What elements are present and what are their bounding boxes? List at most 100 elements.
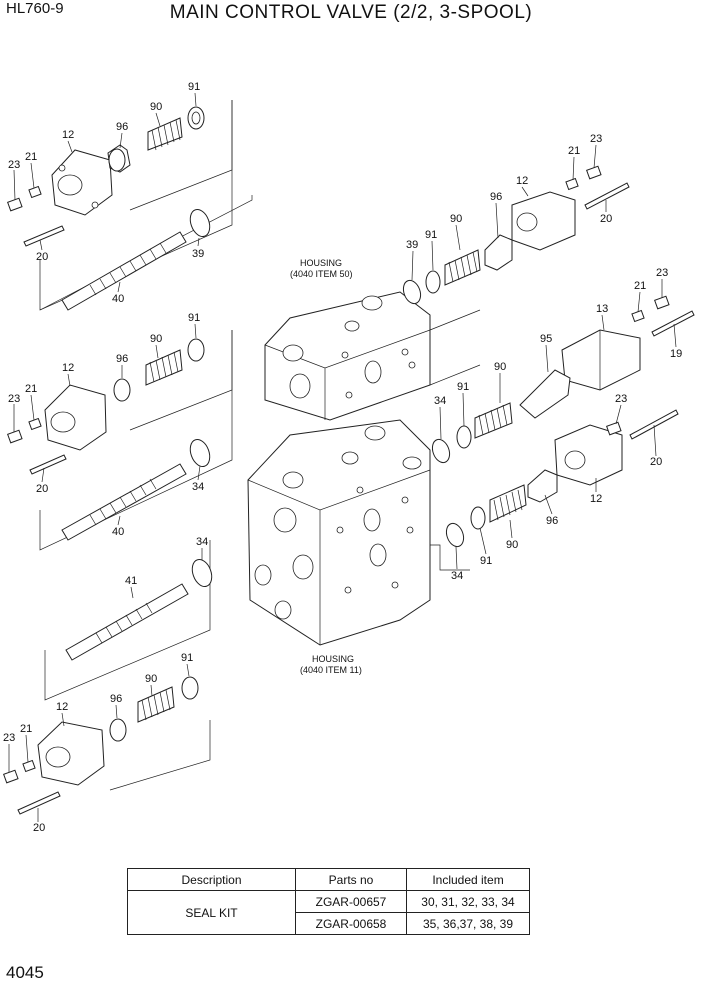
- callout-19: 19: [670, 348, 682, 360]
- diagram-title: MAIN CONTROL VALVE (2/2, 3-SPOOL): [169, 2, 533, 23]
- housing-bottom-label: HOUSING: [312, 654, 354, 664]
- callout-96: 96: [490, 191, 502, 203]
- callout-95: 95: [540, 333, 552, 345]
- housing-top-label: HOUSING: [300, 258, 342, 268]
- spool-40: [61, 231, 187, 311]
- callout-12: 12: [56, 701, 68, 713]
- col-parts-no: Parts no: [295, 868, 407, 891]
- spring-90: [145, 349, 183, 386]
- cover-12: [554, 424, 623, 486]
- oring-34: [445, 522, 465, 548]
- spool-41: [65, 583, 189, 661]
- assembly-right-bottom: [430, 409, 679, 571]
- callout-90: 90: [450, 213, 462, 225]
- oring-39: [189, 208, 211, 238]
- assembly-right-middle: [431, 295, 695, 464]
- callout-91: 91: [188, 81, 200, 93]
- table-header-row: Description Parts no Included item: [127, 868, 530, 891]
- page-number: 4045: [6, 963, 44, 982]
- callout-20: 20: [650, 456, 662, 468]
- callout-91: 91: [480, 555, 492, 567]
- callout-34: 34: [434, 395, 446, 407]
- callout-96: 96: [546, 515, 558, 527]
- washer-91: [187, 106, 205, 130]
- callout-21: 21: [20, 723, 32, 735]
- spool-40: [61, 463, 187, 541]
- callout-12: 12: [590, 493, 602, 505]
- table-row: ZGAR-00658 35, 36,37, 38, 39: [128, 912, 530, 935]
- leader-lines: [8, 92, 677, 822]
- callout-39: 39: [406, 239, 418, 251]
- model-code: HL760-9: [6, 0, 64, 17]
- callout-23: 23: [590, 133, 602, 145]
- washer-91: [425, 270, 441, 294]
- spring-90: [444, 249, 481, 286]
- plug-21: [22, 759, 36, 773]
- callout-34: 34: [451, 570, 463, 582]
- plug-23: [654, 295, 670, 310]
- spring-90: [137, 686, 175, 723]
- callout-23: 23: [8, 393, 20, 405]
- plug-21: [28, 185, 42, 199]
- callout-96: 96: [116, 121, 128, 133]
- plug-23: [7, 429, 23, 444]
- assembly-middle-left: [7, 330, 233, 551]
- callout-20: 20: [600, 213, 612, 225]
- callout-23: 23: [8, 159, 20, 171]
- callout-23: 23: [656, 267, 668, 279]
- callout-20: 20: [36, 483, 48, 495]
- callout-12: 12: [516, 175, 528, 187]
- callout-34: 34: [192, 481, 204, 493]
- callout-23: 23: [3, 732, 15, 744]
- spool-95: [519, 369, 571, 419]
- cover-12: [511, 191, 576, 251]
- callout-13: 13: [596, 303, 608, 315]
- cover-12: [44, 384, 107, 451]
- callout-90: 90: [494, 361, 506, 373]
- washer-91: [181, 676, 199, 700]
- description-cell: SEAL KIT: [127, 890, 296, 935]
- callouts: 91 90 96 12 23 21 20 39 40 91 90 96 12 2…: [3, 81, 682, 834]
- spring-90: [147, 117, 183, 151]
- housing-top: [264, 291, 431, 421]
- plug-21: [28, 417, 42, 431]
- oring-34-lower: [191, 558, 213, 588]
- callout-21: 21: [634, 280, 646, 292]
- assembly-top-left: [7, 100, 253, 311]
- callout-90: 90: [145, 673, 157, 685]
- oring-39: [402, 279, 422, 305]
- callout-34: 34: [196, 536, 208, 548]
- housing-bottom: [247, 419, 431, 646]
- plug-23: [606, 421, 622, 436]
- bolt-20: [17, 791, 61, 815]
- housing-bottom-ref: (4040 ITEM 11): [300, 665, 362, 675]
- seal-kit-table: Description Parts no Included item SEAL …: [127, 868, 530, 935]
- parts-no-cell: ZGAR-00658: [295, 912, 407, 935]
- spring-seat-96: [109, 718, 127, 742]
- included-item-cell: 30, 31, 32, 33, 34: [406, 890, 530, 913]
- bolt-19: [651, 310, 695, 337]
- callout-90: 90: [150, 333, 162, 345]
- callout-12: 12: [62, 129, 74, 141]
- bolt-20: [23, 225, 65, 247]
- plug-23: [586, 165, 602, 180]
- col-description: Description: [127, 868, 296, 891]
- callout-90: 90: [150, 101, 162, 113]
- callout-91: 91: [181, 652, 193, 664]
- cover-12: [51, 149, 113, 216]
- callout-21: 21: [25, 383, 37, 395]
- oring-34: [189, 438, 211, 468]
- parts-no-cell: ZGAR-00657: [295, 890, 407, 913]
- included-item-cell: 35, 36,37, 38, 39: [406, 912, 530, 935]
- callout-21: 21: [25, 151, 37, 163]
- callout-21: 21: [568, 145, 580, 157]
- housing-top-ref: (4040 ITEM 50): [290, 269, 353, 279]
- plug-23: [3, 769, 19, 784]
- washer-91: [456, 425, 472, 449]
- callout-91: 91: [457, 381, 469, 393]
- bolt-20: [584, 182, 630, 210]
- callout-90: 90: [506, 539, 518, 551]
- washer-91: [470, 506, 486, 530]
- spring-90: [489, 484, 527, 523]
